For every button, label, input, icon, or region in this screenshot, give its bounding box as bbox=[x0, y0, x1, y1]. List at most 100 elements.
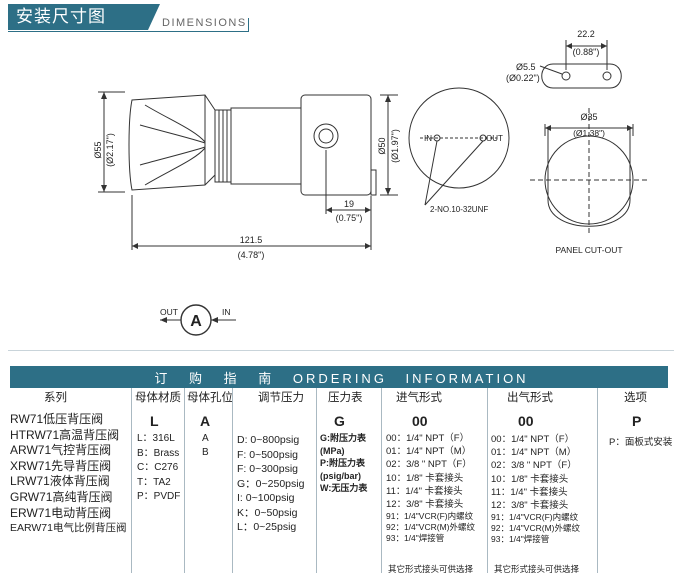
list-item: F: 0~500psig bbox=[237, 448, 299, 461]
port-out-label: OUT bbox=[486, 134, 503, 143]
symbol-letter: A bbox=[190, 313, 202, 330]
list-item: XRW71先导背压阀 bbox=[10, 458, 112, 473]
header-outlet: 出气形式 bbox=[507, 392, 553, 404]
list-item: L：0~25psig bbox=[237, 521, 297, 533]
list-item: LRW71液体背压阀 bbox=[10, 474, 110, 489]
list-item: 91：1/4"VCR(F)内螺纹 bbox=[491, 512, 579, 523]
material-list: L：316L B：Brass C：C276 T：TA2 P：PVDF bbox=[137, 432, 180, 505]
list-item: W:无压力表 bbox=[320, 483, 368, 493]
list-item: 10：1/8" 卡套接头 bbox=[491, 473, 569, 485]
list-item: A bbox=[202, 433, 209, 444]
section-divider bbox=[8, 350, 674, 351]
list-item: G:附压力表 bbox=[320, 433, 366, 443]
list-item: 10：1/8" 卡套接头 bbox=[386, 472, 464, 484]
column-divider bbox=[381, 388, 382, 573]
option-list: P：面板式安装 bbox=[609, 436, 672, 450]
list-item: HTRW71高温背压阀 bbox=[10, 427, 120, 442]
symbol-in-label: IN bbox=[222, 307, 231, 317]
bonnet-outline bbox=[230, 107, 302, 185]
header-divider bbox=[248, 18, 249, 32]
header-series: 系列 bbox=[44, 392, 67, 404]
list-item: D: 0~800psig bbox=[237, 434, 300, 446]
code-option: P bbox=[632, 413, 642, 429]
list-item: GRW71高纯背压阀 bbox=[10, 489, 113, 504]
column-divider bbox=[316, 388, 317, 573]
list-item: P:附压力表 bbox=[320, 458, 366, 468]
list-item: B bbox=[202, 447, 209, 458]
list-item: T：TA2 bbox=[137, 476, 171, 488]
header-option: 选项 bbox=[624, 392, 647, 404]
list-item: L：316L bbox=[137, 433, 175, 444]
list-item: 01：1/4" NPT（M） bbox=[491, 447, 577, 459]
column-divider bbox=[184, 388, 185, 573]
holes-list: A B bbox=[202, 432, 209, 460]
list-item: 92：1/4"VCR(M)外螺纹 bbox=[491, 523, 580, 534]
panel-cutout-outline bbox=[547, 127, 631, 227]
list-item: K：0~50psig bbox=[237, 506, 298, 519]
list-item: (psig/bar) bbox=[320, 470, 362, 481]
dim-port-offset-in-label: (0.75") bbox=[336, 213, 363, 223]
list-item: 11：1/4" 卡套接头 bbox=[386, 485, 463, 497]
pressure-list: D: 0~800psig F: 0~500psig F: 0~300psig G… bbox=[237, 433, 304, 535]
panel-cutout-label: PANEL CUT-OUT bbox=[555, 245, 622, 255]
gauge-list: G:附压力表 (MPa) P:附压力表 (psig/bar) W:无压力表 bbox=[320, 432, 367, 495]
code-inlet: 00 bbox=[412, 413, 428, 429]
section-subtitle: DIMENSIONS bbox=[162, 17, 247, 29]
list-item: G：0~250psig bbox=[237, 477, 305, 490]
outlet-list: 00：1/4" NPT（F） 01：1/4" NPT（M） 02：3/8 " N… bbox=[491, 433, 580, 545]
title-tab-decoration bbox=[148, 4, 160, 30]
list-item: 91：1/4"VCR(F)内螺纹 bbox=[386, 511, 474, 522]
dim-hole-spacing-label: 22.2 bbox=[577, 29, 595, 39]
list-item: P：面板式安装 bbox=[609, 437, 673, 448]
dim-port-offset-label: 19 bbox=[344, 199, 354, 209]
mount-plate-outline bbox=[541, 63, 622, 89]
ordering-banner bbox=[10, 366, 668, 388]
list-item: 93：1/4"焊接管 bbox=[386, 533, 445, 544]
dim-body-in-label: (Ø1.97") bbox=[390, 129, 400, 163]
list-item: RW71低压背压阀 bbox=[10, 412, 104, 426]
symbol-out-label: OUT bbox=[160, 307, 178, 317]
ordering-title: 订 购 指 南 ORDERING INFORMATION bbox=[154, 371, 529, 386]
dim-body-label: Ø50 bbox=[377, 137, 387, 154]
list-item: I: 0~100psig bbox=[237, 492, 295, 504]
dimension-drawing: Ø55 (Ø2.17") Ø50 (Ø1.97") 19 (0.75") 121… bbox=[93, 29, 648, 336]
code-material: L bbox=[150, 413, 159, 429]
list-item: 92：1/4"VCR(M)外螺纹 bbox=[386, 522, 475, 533]
dim-cutout-label: Ø35 bbox=[580, 112, 597, 122]
inlet-list: 00：1/4" NPT（F） 01：1/4" NPT（M） 02：3/8 " N… bbox=[386, 432, 475, 544]
header-pressure: 调节压力 bbox=[258, 392, 304, 404]
list-item: 02：3/8 " NPT（F） bbox=[386, 459, 472, 471]
column-divider bbox=[487, 388, 488, 573]
port-in-label: IN bbox=[424, 134, 432, 143]
list-item: 12：3/8" 卡套接头 bbox=[491, 500, 569, 512]
list-item: 02：3/8 " NPT（F） bbox=[491, 460, 577, 472]
code-holes: A bbox=[200, 413, 211, 429]
code-gauge: G bbox=[334, 413, 345, 429]
section-title: 安装尺寸图 bbox=[8, 4, 148, 30]
column-divider bbox=[131, 388, 132, 573]
list-item: (MPa) bbox=[320, 445, 345, 456]
list-item: 00：1/4" NPT（F） bbox=[386, 433, 470, 444]
front-view-circle bbox=[408, 87, 510, 189]
list-item: ERW71电动背压阀 bbox=[10, 505, 112, 520]
list-item: 12：3/8" 卡套接头 bbox=[386, 499, 464, 511]
thread-note: 2-NO.10-32UNF bbox=[430, 205, 488, 214]
port-circle bbox=[313, 123, 339, 149]
list-item: 01：1/4" NPT（M） bbox=[386, 446, 472, 458]
body-outline bbox=[300, 94, 372, 196]
dim-hole-spacing-in-label: (0.88") bbox=[573, 47, 600, 57]
series-list: RW71低压背压阀 HTRW71高温背压阀 ARW71气控背压阀 XRW71先导… bbox=[10, 412, 127, 537]
list-item: P：PVDF bbox=[137, 491, 181, 502]
column-divider bbox=[232, 388, 233, 573]
dim-cutout-in-label: (Ø1.38") bbox=[573, 128, 605, 138]
outlet-note: 其它形式接头可供选择 bbox=[494, 564, 580, 574]
header-gauge: 压力表 bbox=[328, 392, 363, 404]
list-item: 11：1/4" 卡套接头 bbox=[491, 486, 568, 498]
dim-length-label: 121.5 bbox=[240, 235, 263, 245]
list-item: ARW71气控背压阀 bbox=[10, 443, 112, 458]
header-inlet: 进气形式 bbox=[396, 392, 442, 404]
list-item: B：Brass bbox=[137, 447, 180, 459]
list-item: 93：1/4"焊接管 bbox=[491, 534, 550, 545]
list-item: EARW71电气比例背压阀 bbox=[10, 522, 127, 535]
dim-height-in-label: (Ø2.17") bbox=[105, 133, 115, 167]
